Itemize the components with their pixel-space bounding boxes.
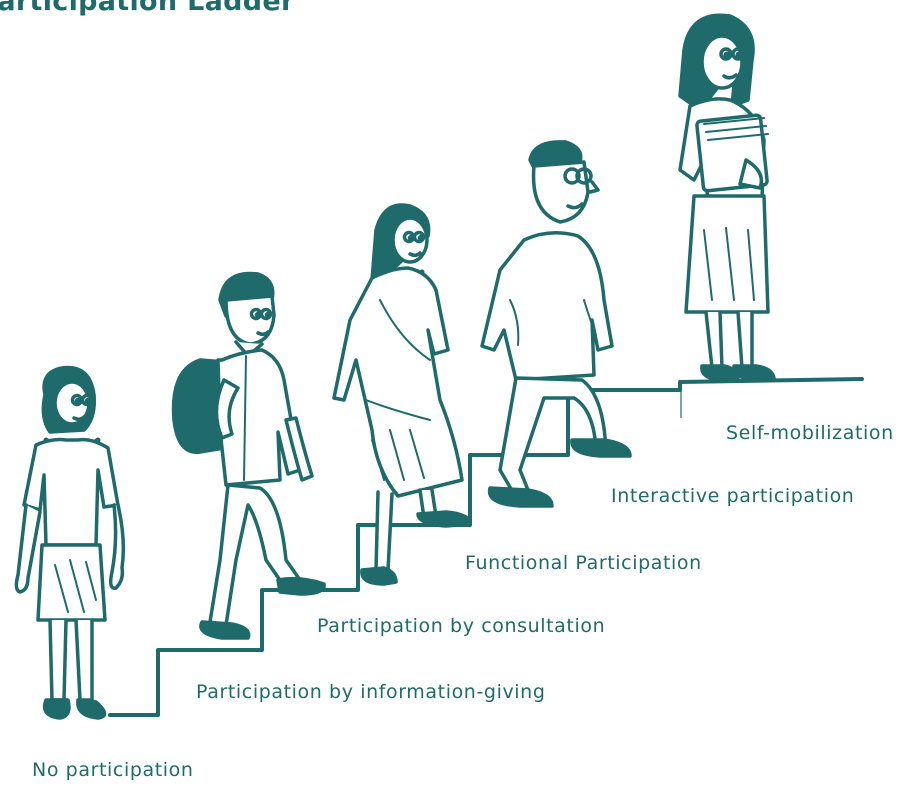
step-label-functional: Functional Participation	[465, 552, 702, 574]
diagram-title: Participation Ladder	[0, 0, 295, 17]
person-woman-books	[678, 13, 776, 382]
person-girl-no-participation	[14, 365, 126, 720]
person-boy-backpack	[171, 271, 326, 640]
staircase-outline	[108, 377, 864, 717]
staircase-riser-accent	[262, 385, 682, 640]
step-label-consultation: Participation by consultation	[317, 615, 606, 637]
step-label-self-mobilization: Self-mobilization	[726, 422, 894, 444]
person-man-glasses	[480, 140, 632, 508]
step-label-interactive: Interactive participation	[611, 485, 855, 507]
step-label-information-giving: Participation by information-giving	[196, 681, 546, 703]
person-woman-sari	[332, 203, 472, 586]
step-label-no-participation: No participation	[32, 759, 194, 781]
